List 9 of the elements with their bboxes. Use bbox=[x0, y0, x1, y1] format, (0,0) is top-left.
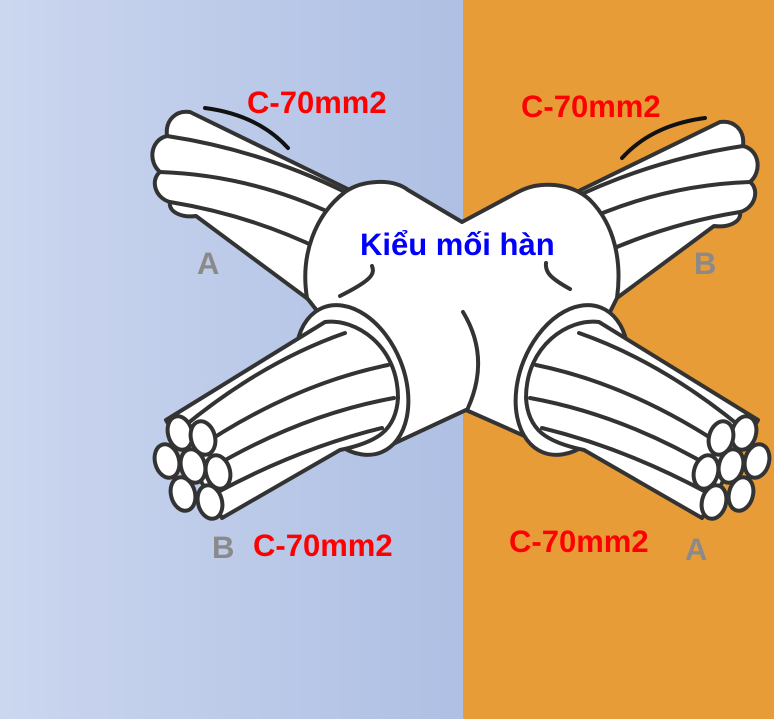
cable-end-label: B bbox=[694, 248, 716, 279]
cable-end-label: A bbox=[197, 248, 220, 279]
cable-size-label: C-70mm2 bbox=[521, 91, 661, 122]
cable-size-label: C-70mm2 bbox=[247, 87, 387, 118]
cable-end-label: A bbox=[685, 534, 708, 565]
cable-end-label: B bbox=[212, 532, 234, 563]
weld-type-label: Kiểu mối hàn bbox=[360, 229, 555, 260]
cable-size-label: C-70mm2 bbox=[509, 526, 649, 557]
cable-size-label: C-70mm2 bbox=[253, 530, 393, 561]
